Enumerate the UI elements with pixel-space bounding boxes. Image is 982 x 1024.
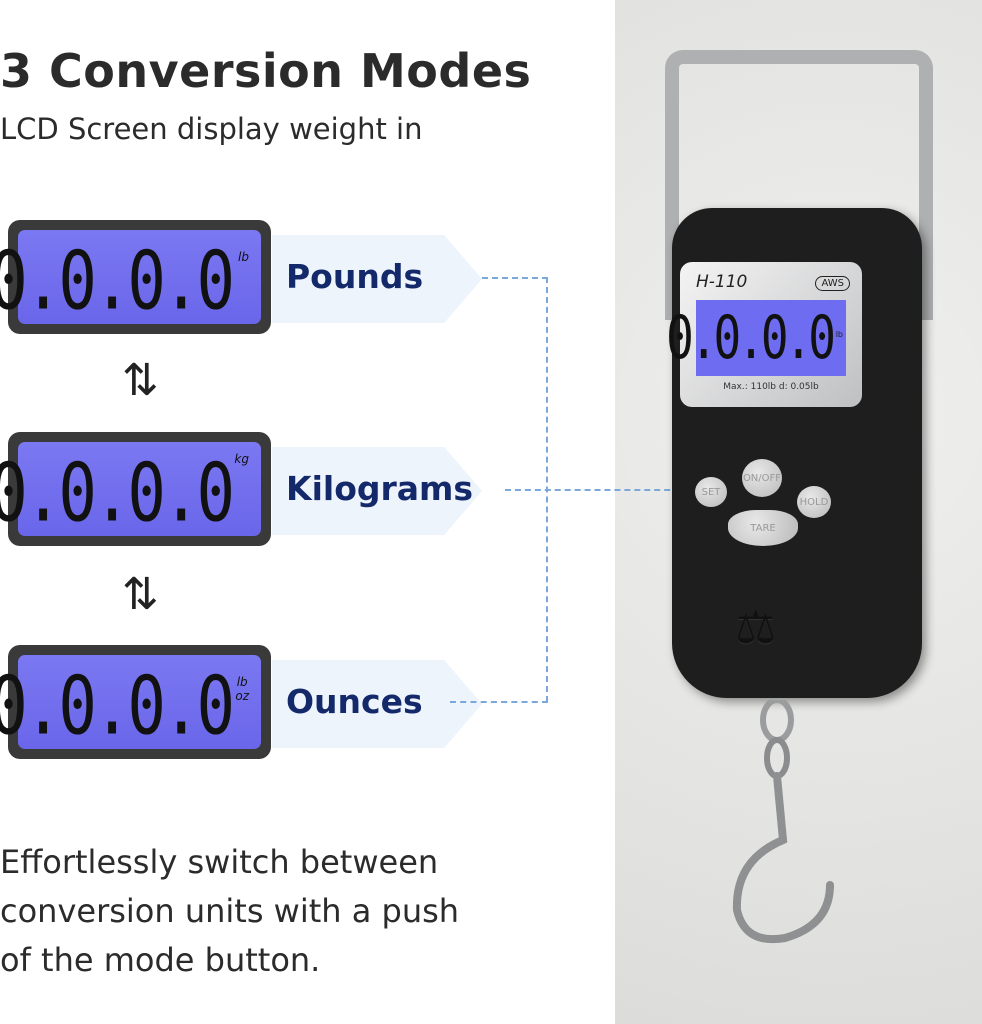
description-line: of the mode button.: [0, 941, 321, 979]
balance-scale-icon: ⚖: [735, 600, 777, 654]
hold-button[interactable]: HOLD: [797, 486, 831, 518]
hook-icon: [732, 700, 834, 944]
lcd-unit-bottom: oz: [235, 689, 249, 703]
lcd-unit-top: lb: [236, 675, 248, 689]
lcd-reading: 0.0.0.0: [0, 236, 235, 329]
lcd-unit: lb: [238, 250, 249, 264]
mode-label: Kilograms: [286, 469, 474, 508]
on-off-button[interactable]: ON/OFF: [742, 459, 782, 497]
set-button[interactable]: SET: [695, 477, 727, 507]
connector-line: [482, 277, 548, 279]
connector-line: [450, 701, 548, 703]
label-pounds: Pounds: [272, 235, 482, 323]
label-kilograms: Kilograms: [272, 447, 482, 535]
lcd-reading: 0.0.0.0: [0, 661, 235, 754]
spec-label: Max.: 110lb d: 0.05lb: [723, 382, 819, 392]
mode-label: Ounces: [286, 682, 423, 721]
page-subtitle: LCD Screen display weight in: [0, 112, 423, 146]
description-line: Effortlessly switch between: [0, 843, 439, 881]
brand-logo: AWS: [815, 276, 850, 291]
model-label: H-110: [696, 272, 748, 292]
description: Effortlessly switch between conversion un…: [0, 838, 459, 985]
connector-line: [505, 489, 700, 491]
page-title: 3 Conversion Modes: [0, 44, 532, 98]
swap-arrows-icon: ⇅: [122, 355, 159, 406]
lcd-reading: 0.0.0.0: [0, 448, 235, 541]
mode-label: Pounds: [286, 257, 424, 296]
swap-arrows-icon: ⇅: [122, 569, 159, 620]
scale-handle: [665, 50, 933, 320]
tare-button[interactable]: TARE: [728, 510, 798, 546]
description-line: conversion units with a push: [0, 892, 460, 930]
lcd-unit: kg: [234, 452, 249, 466]
scale-reading: 0.0.0.0: [666, 302, 836, 373]
scale-unit: lb: [835, 330, 843, 339]
label-ounces: Ounces: [272, 660, 482, 748]
